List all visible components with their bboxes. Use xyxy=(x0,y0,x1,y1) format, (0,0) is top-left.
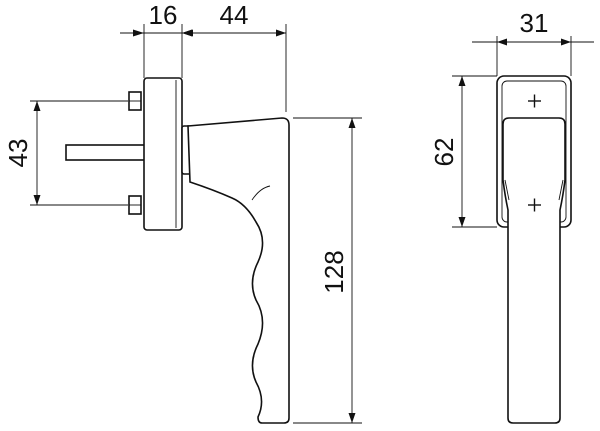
handle-contour xyxy=(251,185,271,201)
cross-mark-bottom xyxy=(528,198,541,212)
lever-front xyxy=(502,117,566,424)
cross-mark-top xyxy=(528,94,541,108)
screw-top xyxy=(128,91,142,111)
spindle xyxy=(65,144,147,161)
dim-base-depth: 16 xyxy=(149,0,178,30)
side-view: 16 44 43 128 xyxy=(3,0,362,424)
dim-handle-projection: 44 xyxy=(220,0,249,30)
lever-handle xyxy=(187,117,290,424)
dim-screw-spacing: 43 xyxy=(3,139,33,168)
dim-rose-height: 62 xyxy=(429,138,459,167)
screw-bottom xyxy=(128,195,142,215)
dim-rose-width: 31 xyxy=(520,8,549,38)
rose-side xyxy=(143,77,183,231)
front-view: 31 62 xyxy=(429,8,594,424)
dim-handle-length: 128 xyxy=(319,250,349,293)
